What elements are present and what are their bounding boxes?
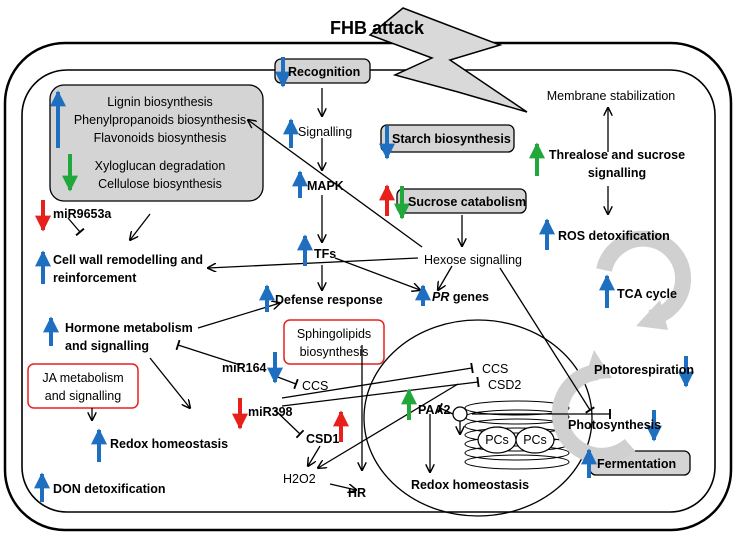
label-sphingo-1: Sphingolipids [297, 327, 371, 341]
tca-cycle-arrow-icon [596, 230, 692, 326]
label-ros: ROS detoxification [558, 229, 670, 243]
label-csd1: CSD1 [306, 432, 339, 446]
label-tfs: TFs [314, 247, 336, 261]
sucrose-catabolism-box [396, 188, 527, 214]
ja-box [27, 363, 139, 409]
label-cellulose: Cellulose biosynthesis [98, 177, 222, 191]
lightning-bolt-icon [368, 7, 528, 113]
label-photorespiration: Photorespiration [594, 363, 694, 377]
label-xyloglucan: Xyloglucan degradation [95, 159, 226, 173]
label-redox-chloro: Redox homeostasis [411, 478, 529, 492]
label-threalose-1: Threalose and sucrose [549, 148, 685, 162]
label-fermentation: Fermentation [597, 457, 676, 471]
label-ja-2: and signalling [45, 389, 121, 403]
label-threalose-2: signalling [588, 166, 646, 180]
connectors [67, 88, 610, 490]
label-hr: HR [348, 486, 366, 500]
paa2-transporter [452, 406, 468, 422]
label-mir398: miR398 [248, 405, 293, 419]
label-mir9653a: miR9653a [53, 207, 112, 221]
label-signalling: Signalling [298, 125, 352, 139]
label-sphingo-2: biosynthesis [300, 345, 369, 359]
label-flavonoids: Flavonoids biosynthesis [94, 131, 227, 145]
label-hexose: Hexose signalling [424, 253, 522, 267]
recognition-box [274, 58, 371, 84]
sphingolipids-box [283, 319, 385, 365]
label-ccs-left: CCS [302, 379, 328, 393]
cell-wall-biosynthesis-box [49, 84, 264, 202]
label-pcs-1: PCs [485, 433, 509, 447]
diagram-title: FHB attack [330, 18, 425, 38]
starch-box [380, 124, 515, 153]
photo-cycle-arrow-icon [551, 364, 636, 464]
label-don: DON detoxification [53, 482, 166, 496]
label-phenylpropanoids: Phenylpropanoids biosynthesis [74, 113, 246, 127]
label-tca: TCA cycle [617, 287, 677, 301]
label-pcs-2: PCs [523, 433, 547, 447]
label-h2o2: H2O2 [283, 472, 316, 486]
label-mir164: miR164 [222, 361, 267, 375]
label-lignin: Lignin biosynthesis [107, 95, 213, 109]
label-starch: Starch biosynthesis [392, 132, 511, 146]
regulation-arrows [34, 57, 694, 502]
label-ja-1: JA metabolism [42, 371, 123, 385]
label-hormone-1: Hormone metabolism [65, 321, 193, 335]
label-cell-wall-1: Cell wall remodelling and [53, 253, 203, 267]
label-redox-left: Redox homeostasis [110, 437, 228, 451]
chloroplast [363, 319, 593, 517]
label-cell-wall-2: reinforcement [53, 271, 137, 285]
label-pr-genes: PR genes [432, 290, 489, 304]
cell-outer-wall [3, 41, 733, 532]
photo-arrowhead [584, 350, 612, 380]
label-photosynthesis: Photosynthesis [568, 418, 661, 432]
label-membrane: Membrane stabilization [547, 89, 676, 103]
label-mapk: MAPK [307, 179, 344, 193]
label-recognition: Recognition [288, 65, 360, 79]
label-hormone-2: and signalling [65, 339, 149, 353]
label-ccs-right: CCS [482, 362, 508, 376]
pcs-right [515, 426, 555, 454]
label-defense: Defense response [275, 293, 383, 307]
label-sucrose-cat: Sucrose catabolism [408, 195, 526, 209]
tca-arrowhead [636, 300, 668, 330]
label-csd2: CSD2 [488, 378, 521, 392]
label-paa2: PAA2 [418, 403, 450, 417]
